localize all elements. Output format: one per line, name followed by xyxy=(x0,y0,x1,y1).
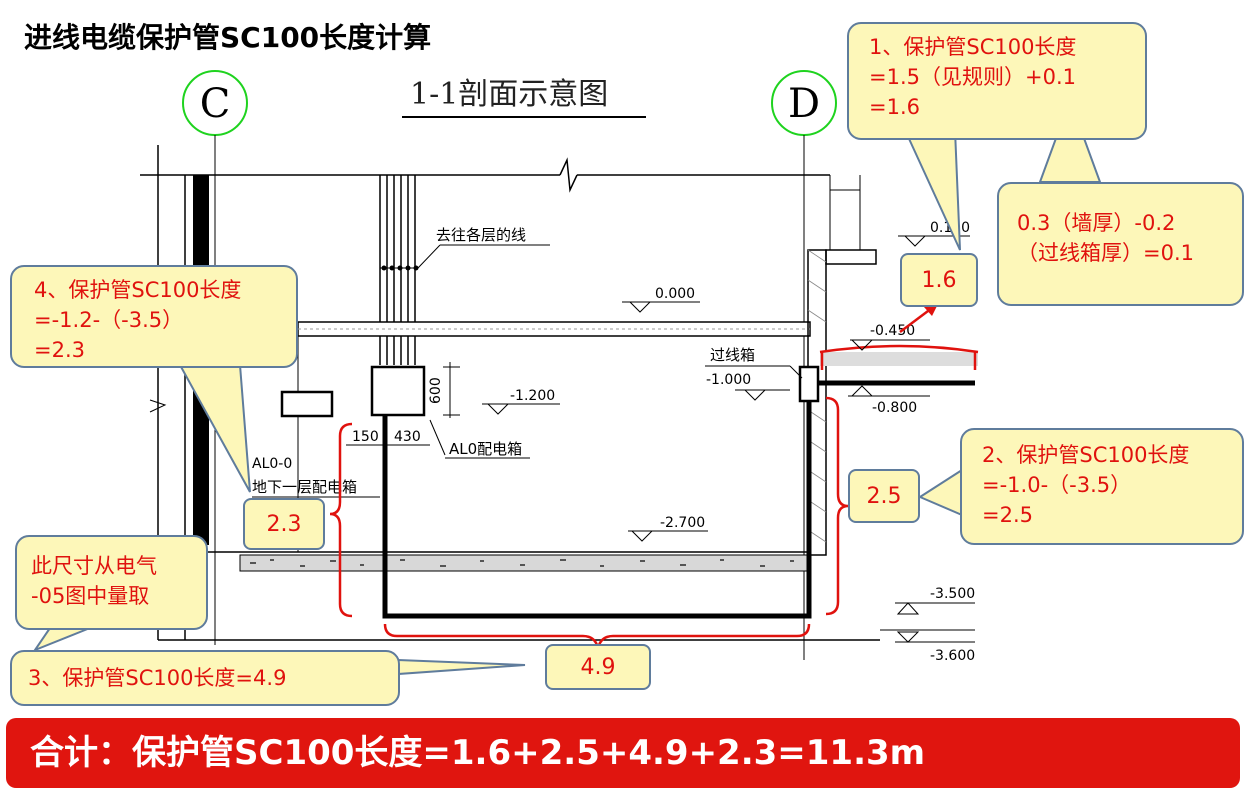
al0-panel-label: AL0配电箱 xyxy=(449,440,522,458)
value-box-1: 1.6 xyxy=(900,253,978,307)
al0-0-label: AL0-0 xyxy=(252,456,292,472)
callout-3-line-1: 3、保护管SC100长度=4.9 xyxy=(28,666,287,690)
elev-m3-500: -3.500 xyxy=(930,586,975,602)
elev-0-000: 0.000 xyxy=(655,286,695,302)
callout-wall-line-2: （过线箱厚）=0.1 xyxy=(1017,241,1194,265)
elev-m1-000: -1.000 xyxy=(706,372,751,388)
page-title: 进线电缆保护管SC100长度计算 xyxy=(24,21,432,54)
callout-2: 2、保护管SC100长度 =-1.0-（-3.5） =2.5 xyxy=(960,428,1244,545)
lines-to-floors-label: 去往各层的线 xyxy=(436,226,526,244)
callout-2-line-3: =2.5 xyxy=(982,503,1033,527)
axis-c-label: C xyxy=(200,81,231,127)
elev-m0-450: -0.450 xyxy=(870,323,915,339)
elev-m0-800: -0.800 xyxy=(872,400,917,416)
value-box-4: 2.3 xyxy=(243,498,325,550)
callout-wall-line-1: 0.3（墙厚）-0.2 xyxy=(1017,211,1176,235)
dim-600: 600 xyxy=(428,377,444,404)
callout-4: 4、保护管SC100长度 =-1.2-（-3.5） =2.3 xyxy=(10,265,298,368)
dim-430: 430 xyxy=(394,429,421,445)
callout-2-line-2: =-1.0-（-3.5） xyxy=(982,473,1132,497)
axis-d-label: D xyxy=(788,81,820,127)
callout-4-line-2: =-1.2-（-3.5） xyxy=(34,308,184,332)
callout-1: 1、保护管SC100长度 =1.5（见规则）+0.1 =1.6 xyxy=(847,22,1147,140)
callout-wall: 0.3（墙厚）-0.2 （过线箱厚）=0.1 xyxy=(997,182,1244,306)
callout-4-line-3: =2.3 xyxy=(34,338,85,362)
value-box-2: 2.5 xyxy=(848,469,920,523)
callout-2-line-1: 2、保护管SC100长度 xyxy=(982,443,1190,467)
callout-note-line-1: 此尺寸从电气 xyxy=(31,554,157,578)
dim-150: 150 xyxy=(352,429,379,445)
value-box-3: 4.9 xyxy=(545,644,651,690)
elev-m2-700: -2.700 xyxy=(660,515,705,531)
callout-3: 3、保护管SC100长度=4.9 xyxy=(10,650,400,706)
callout-1-line-1: 1、保护管SC100长度 xyxy=(869,35,1077,59)
junction-box-label: 过线箱 xyxy=(710,346,755,364)
callout-1-line-2: =1.5（见规则）+0.1 xyxy=(869,65,1076,89)
callout-1-line-3: =1.6 xyxy=(869,95,920,119)
elev-m3-600: -3.600 xyxy=(930,648,975,664)
callout-4-line-1: 4、保护管SC100长度 xyxy=(34,278,242,302)
callout-note-line-2: -05图中量取 xyxy=(31,584,150,608)
callout-note: 此尺寸从电气 -05图中量取 xyxy=(15,535,208,630)
elev-m1-200: -1.200 xyxy=(510,388,555,404)
section-title: 1-1剖面示意图 xyxy=(410,77,608,112)
basement-panel-label: 地下一层配电箱 xyxy=(252,478,357,496)
total-banner: 合计：保护管SC100长度=1.6+2.5+4.9+2.3=11.3m xyxy=(6,718,1240,788)
